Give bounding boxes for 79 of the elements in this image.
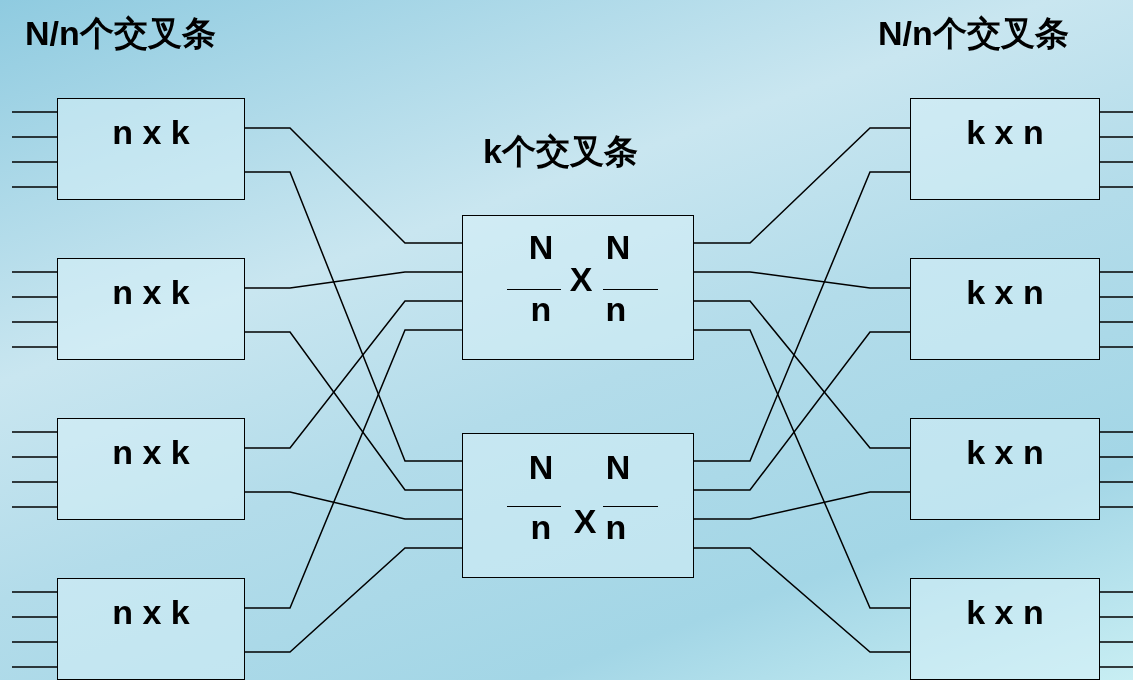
port-line	[11, 161, 58, 163]
port-line	[11, 481, 58, 483]
connection-line	[244, 271, 463, 289]
port-line	[1099, 431, 1133, 433]
port-line	[1099, 346, 1133, 348]
port-line	[11, 136, 58, 138]
port-line	[11, 616, 58, 618]
fraction-term: N	[528, 230, 554, 264]
fraction-term: n	[530, 510, 552, 544]
port-line	[1099, 591, 1133, 593]
box-label: n x k	[112, 115, 190, 149]
box-label: k x n	[966, 435, 1044, 469]
port-line	[11, 296, 58, 298]
port-line	[1099, 666, 1133, 668]
connection-line	[693, 547, 911, 653]
port-line	[11, 271, 58, 273]
switch-box	[910, 98, 1100, 200]
port-line	[11, 186, 58, 188]
port-line	[1099, 321, 1133, 323]
switch-box	[462, 215, 694, 360]
box-label: n x k	[112, 275, 190, 309]
fraction-term: N	[605, 450, 631, 484]
connection-line	[244, 300, 463, 449]
multiply-sign: X	[569, 262, 593, 296]
port-line	[11, 346, 58, 348]
port-line	[1099, 111, 1133, 113]
port-line	[1099, 481, 1133, 483]
heading-label: N/n个交叉条	[878, 16, 1069, 50]
port-line	[1099, 616, 1133, 618]
box-label: n x k	[112, 595, 190, 629]
switch-box	[462, 433, 694, 578]
port-line	[11, 591, 58, 593]
port-line	[1099, 506, 1133, 508]
port-line	[11, 641, 58, 643]
connection-line	[693, 329, 911, 609]
connection-line	[244, 547, 463, 653]
port-line	[1099, 296, 1133, 298]
switch-box	[57, 258, 245, 360]
port-line	[1099, 641, 1133, 643]
fraction-term: n	[605, 292, 627, 326]
port-line	[11, 506, 58, 508]
connection-line	[693, 271, 911, 289]
connection-line	[244, 329, 463, 609]
heading-label: N/n个交叉条	[25, 16, 216, 50]
connection-line	[693, 491, 911, 520]
multiply-sign: X	[573, 504, 597, 538]
port-line	[1099, 271, 1133, 273]
port-line	[11, 431, 58, 433]
box-label: n x k	[112, 435, 190, 469]
connection-line	[693, 127, 911, 244]
connection-line	[244, 127, 463, 244]
connection-line	[244, 491, 463, 520]
connection-line	[693, 331, 911, 491]
switch-box	[57, 98, 245, 200]
port-line	[1099, 456, 1133, 458]
switch-box	[910, 578, 1100, 680]
port-line	[1099, 161, 1133, 163]
heading-label: k个交叉条	[483, 134, 638, 168]
connection-line	[244, 171, 463, 462]
connection-line	[693, 171, 911, 462]
fraction-term: n	[530, 292, 552, 326]
switch-box	[57, 578, 245, 680]
connection-line	[244, 331, 463, 491]
port-line	[1099, 186, 1133, 188]
switch-box	[57, 418, 245, 520]
port-line	[11, 111, 58, 113]
port-line	[11, 666, 58, 668]
fraction-term: N	[605, 230, 631, 264]
connection-line	[693, 300, 911, 449]
switch-box	[910, 418, 1100, 520]
fraction-term: N	[528, 450, 554, 484]
port-line	[11, 456, 58, 458]
port-line	[11, 321, 58, 323]
port-line	[1099, 136, 1133, 138]
fraction-term: n	[605, 510, 627, 544]
box-label: k x n	[966, 115, 1044, 149]
box-label: k x n	[966, 275, 1044, 309]
switch-box	[910, 258, 1100, 360]
box-label: k x n	[966, 595, 1044, 629]
